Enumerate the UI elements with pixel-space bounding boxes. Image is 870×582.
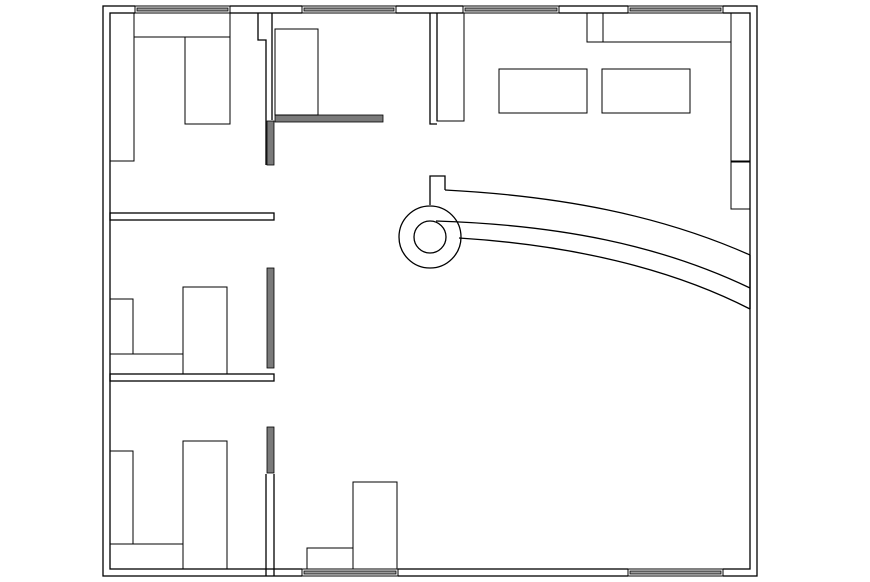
room-bottom-left-furniture — [109, 440, 228, 570]
curved-ramp — [398, 175, 751, 310]
top-windows — [134, 5, 724, 14]
room-bottom-middle-furniture — [306, 481, 398, 570]
room-top-left-furniture — [109, 12, 231, 162]
room-top-right-furniture — [498, 12, 751, 210]
doors — [266, 114, 384, 474]
room-middle-left-furniture — [109, 286, 228, 375]
room-top-middle-furniture — [274, 12, 465, 122]
bottom-windows — [301, 568, 724, 577]
